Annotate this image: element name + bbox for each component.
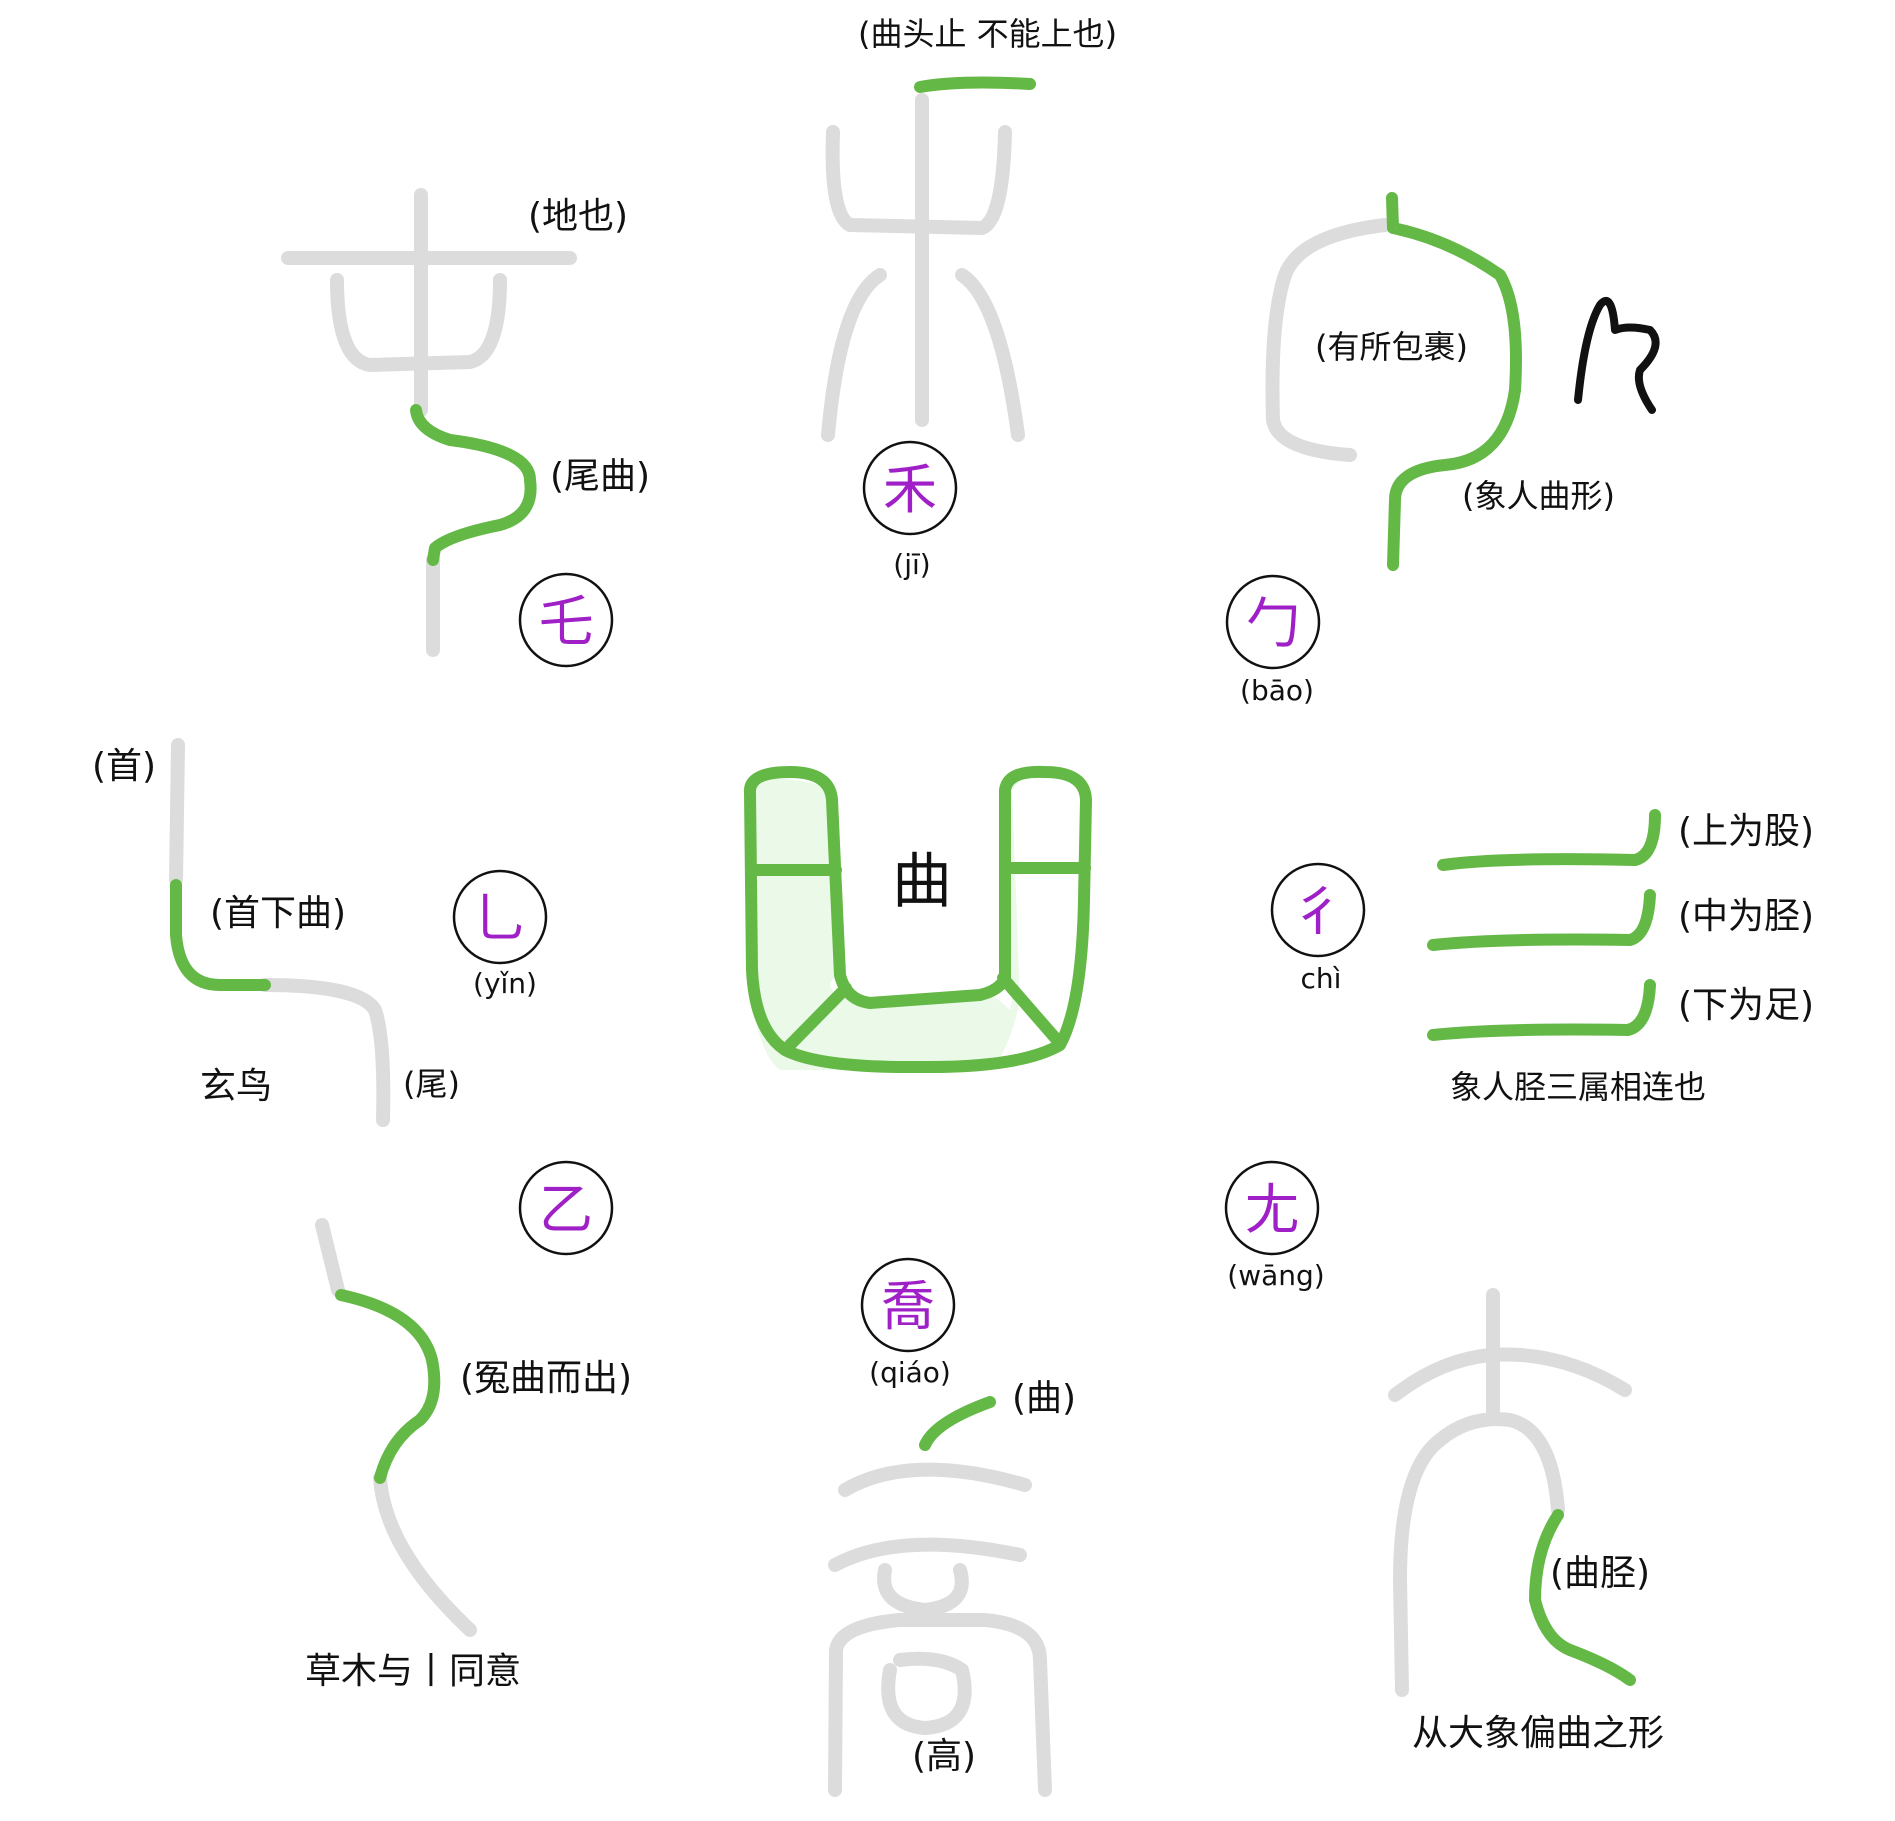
qiao-upper-box-stroke (877, 1563, 969, 1617)
qiao-upper-arc-stroke (828, 1537, 1027, 1572)
chi-lower-curve (1427, 979, 1656, 1041)
qiao-pinyin: (qiáo) (869, 1356, 951, 1389)
zhe-cup-stroke (330, 273, 507, 372)
wang-right-arc-stroke (1433, 1412, 1565, 1517)
ji-arms-stroke (825, 125, 1012, 235)
qiao-figure: (曲) (高) 喬 (qiáo) (828, 1257, 1076, 1797)
ji-top-label: (曲头止 不能上也) (858, 15, 1117, 53)
bao-figure: (有所包裹) (象人曲形) 勹 (bāo) (1225, 192, 1660, 707)
bao-ancient-form (1574, 296, 1660, 414)
center-u-shape (750, 776, 1020, 1070)
zhe-tail-curve (410, 404, 537, 566)
qiao-roof-stroke (838, 1462, 1032, 1497)
ji-figure: (曲头止 不能上也) 禾 (jī) (821, 15, 1117, 581)
yin-bend-label: (首下曲) (210, 893, 346, 934)
center-label: 曲 (892, 847, 952, 917)
bao-body-curve (1386, 192, 1522, 571)
zhe-tail-label: (尾曲) (550, 456, 650, 497)
chi-middle-curve (1427, 889, 1656, 951)
yi-bend-label: (冤曲而出) (460, 1358, 632, 1399)
yin-tail-stroke (258, 978, 391, 1127)
chi-pinyin: chì (1301, 962, 1342, 995)
wang-bend-curve (1529, 1509, 1636, 1686)
yi-figure: (冤曲而出) 草木与丨同意 乙 (305, 1160, 632, 1692)
ji-radical-circle (862, 440, 958, 536)
ji-radical-char: 禾 (883, 458, 937, 521)
qiao-frame-stroke (828, 1613, 1052, 1797)
yin-tail-label: (尾) (403, 1065, 460, 1103)
ji-right-leg-stroke (955, 268, 1025, 442)
center-curve-glyph: 曲 (744, 765, 1092, 1074)
yin-radical-char: 乚 (473, 887, 527, 950)
bao-radical-char: 勹 (1246, 592, 1300, 655)
qiao-inner-box-stroke (881, 1651, 972, 1735)
yi-note-label: 草木与丨同意 (305, 1651, 521, 1692)
yi-radical-circle (518, 1160, 614, 1256)
chi-upper-curve (1437, 809, 1661, 871)
wang-figure: (曲胫) 从大象偏曲之形 尢 (wāng) (1224, 1160, 1664, 1754)
zhe-top-label: (地也) (528, 196, 628, 237)
zhe-radical-circle (518, 572, 614, 668)
yin-radical-circle (452, 869, 548, 965)
chi-radical-circle (1270, 862, 1366, 958)
qiao-radical-circle (860, 1257, 956, 1353)
yin-head-label: (首) (92, 746, 156, 787)
yin-figure: (首) (首下曲) 玄鸟 (尾) 乚 (yǐn) (92, 738, 548, 1127)
zhe-figure: (地也) (尾曲) 乇 (281, 188, 650, 668)
yi-bottom-stroke (373, 1471, 477, 1637)
ji-left-leg-stroke (821, 268, 887, 442)
yin-pinyin: (yǐn) (473, 967, 537, 1000)
wang-radical-circle (1224, 1160, 1320, 1256)
chi-radical-char: 彳 (1291, 880, 1345, 943)
wang-arms-stroke (1388, 1347, 1632, 1402)
chi-middle-label: (中为胫) (1678, 896, 1814, 937)
wang-note-label: 从大象偏曲之形 (1412, 1713, 1664, 1754)
qiao-bend-label: (曲) (1012, 1378, 1076, 1419)
bao-inside-label: (有所包裹) (1315, 328, 1468, 366)
bao-pinyin: (bāo) (1240, 674, 1314, 707)
yin-bend-curve (170, 879, 271, 991)
chi-upper-label: (上为股) (1678, 811, 1814, 852)
chi-figure: (上为股) (中为胫) (下为足) 象人胫三属相连也 彳 chì (1270, 809, 1814, 1106)
ji-top-curve (914, 76, 1036, 93)
chi-lower-label: (下为足) (1678, 985, 1814, 1026)
bao-back-stroke (1265, 218, 1392, 462)
yi-radical-char: 乙 (539, 1178, 593, 1241)
zhe-radical-char: 乇 (539, 590, 593, 653)
qiao-top-curve (919, 1396, 996, 1451)
center-left-joint (784, 982, 852, 1051)
center-outline (744, 765, 1092, 1074)
qiao-radical-char: 喬 (881, 1275, 935, 1338)
bao-radical-circle (1225, 574, 1321, 670)
qiao-base-label: (高) (912, 1736, 976, 1777)
ji-pinyin: (jī) (893, 548, 930, 581)
wang-pinyin: (wāng) (1227, 1259, 1324, 1292)
yi-top-stroke (315, 1218, 345, 1297)
yi-bend-curve (335, 1289, 441, 1484)
yin-head-stroke (169, 738, 185, 887)
wang-radical-char: 尢 (1245, 1178, 1299, 1241)
chi-note-label: 象人胫三属相连也 (1450, 1068, 1706, 1106)
wang-bend-label: (曲胫) (1550, 1553, 1650, 1594)
yin-bird-label: 玄鸟 (200, 1066, 272, 1107)
center-right-joint (997, 972, 1063, 1046)
wang-left-leg-stroke (1393, 1433, 1447, 1697)
bao-side-label: (象人曲形) (1462, 477, 1615, 515)
